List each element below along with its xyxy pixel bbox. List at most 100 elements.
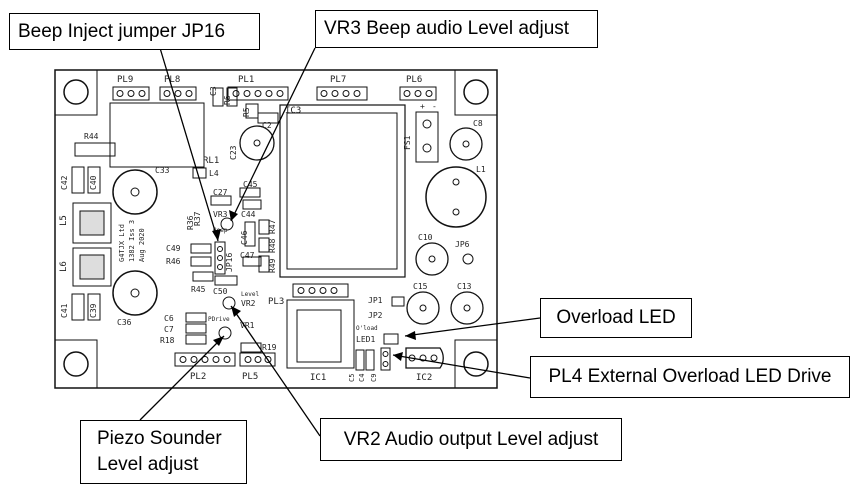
label-c23: C23 bbox=[229, 145, 238, 160]
r6 bbox=[226, 87, 238, 107]
label-led1: LED1 bbox=[356, 335, 375, 344]
callout-piezo-sounder-level: Piezo Sounder Level adjust bbox=[80, 420, 247, 484]
mounting-hole bbox=[454, 339, 498, 389]
label-r18: R18 bbox=[160, 336, 175, 345]
jp6 bbox=[462, 253, 474, 265]
c13 bbox=[450, 291, 484, 325]
label-pl7: PL7 bbox=[330, 75, 346, 85]
vr2-pot bbox=[222, 296, 236, 310]
header-pl8: PL8 bbox=[159, 75, 197, 101]
callout-vr2-audio-output: VR2 Audio output Level adjust bbox=[320, 418, 622, 461]
c6 bbox=[185, 312, 207, 323]
label-c8: C8 bbox=[473, 119, 483, 128]
r5 bbox=[245, 103, 259, 119]
header-pl5 bbox=[239, 352, 276, 367]
c42 bbox=[71, 166, 85, 194]
header-pl6: PL6 bbox=[399, 75, 437, 101]
board-date: Aug 2020 bbox=[138, 228, 146, 262]
jp1 bbox=[391, 296, 405, 307]
callout-beep-inject-text: Beep Inject jumper JP16 bbox=[18, 20, 226, 42]
callout-overload-led-text: Overload LED bbox=[556, 307, 676, 328]
label-r5: R5 bbox=[242, 107, 251, 117]
label-ic2: IC2 bbox=[416, 373, 432, 383]
c15 bbox=[406, 291, 440, 325]
label-c2: C2 bbox=[262, 121, 272, 130]
label-pl2: PL2 bbox=[190, 372, 206, 382]
mark-plus: + bbox=[420, 102, 425, 111]
label-c33: C33 bbox=[155, 166, 170, 175]
label-vr3: VR3 bbox=[213, 210, 228, 219]
label-r37: R37 bbox=[193, 211, 202, 226]
label-ic3: IC3 bbox=[285, 106, 301, 116]
ic1 bbox=[286, 299, 355, 369]
c40 bbox=[87, 166, 101, 194]
label-l5: L5 bbox=[59, 215, 69, 226]
callout-piezo-line1: Piezo Sounder bbox=[97, 428, 222, 449]
c39 bbox=[87, 293, 101, 321]
jp16 bbox=[214, 241, 226, 275]
label-c10: C10 bbox=[418, 233, 433, 242]
c23 bbox=[239, 125, 275, 161]
c46 bbox=[244, 221, 256, 247]
label-pl3: PL3 bbox=[268, 297, 284, 307]
fs1 bbox=[415, 111, 439, 163]
label-fs1: FS1 bbox=[403, 135, 412, 150]
mark-minus: - bbox=[432, 102, 437, 111]
label-jp6: JP6 bbox=[455, 240, 470, 249]
label-c45: C45 bbox=[243, 180, 258, 189]
label-c44: C44 bbox=[241, 210, 256, 219]
c27 bbox=[210, 195, 232, 206]
label-pl6: PL6 bbox=[406, 75, 422, 85]
mark-pdrive: PDrive bbox=[208, 316, 230, 323]
c47 bbox=[242, 256, 262, 267]
r47 bbox=[258, 219, 270, 235]
label-vr2: VR2 bbox=[241, 299, 256, 308]
header-pl3 bbox=[292, 283, 349, 298]
c45 bbox=[239, 187, 261, 198]
header-pl9: PL9 bbox=[112, 75, 150, 101]
c4 bbox=[365, 349, 375, 371]
leader-lines bbox=[139, 47, 541, 437]
label-pl8: PL8 bbox=[164, 75, 180, 85]
c3 bbox=[212, 87, 224, 107]
c2 bbox=[257, 112, 279, 124]
label-c36: C36 bbox=[117, 318, 132, 327]
c10 bbox=[415, 242, 449, 276]
vr3-pot bbox=[220, 217, 234, 231]
c36 bbox=[112, 270, 158, 316]
r46 bbox=[190, 256, 212, 267]
c50 bbox=[214, 275, 238, 286]
label-c13: C13 bbox=[457, 282, 472, 291]
relay-rl1 bbox=[109, 102, 205, 168]
callout-pl4-overload-drive: PL4 External Overload LED Drive bbox=[530, 356, 850, 398]
callout-overload-led: Overload LED bbox=[540, 298, 692, 338]
r48 bbox=[258, 237, 270, 253]
header-pl7: PL7 bbox=[316, 75, 368, 101]
arrowheads bbox=[212, 210, 416, 361]
label-vr1: VR1 bbox=[240, 321, 255, 330]
label-r46: R46 bbox=[166, 257, 181, 266]
label-c39: C39 bbox=[89, 303, 98, 318]
label-c7: C7 bbox=[164, 325, 174, 334]
label-pl5: PL5 bbox=[242, 372, 258, 382]
header-pl1: PL1 bbox=[227, 75, 289, 101]
label-c46: C46 bbox=[240, 230, 249, 245]
label-pl9: PL9 bbox=[117, 75, 133, 85]
label-r36: R36 bbox=[186, 215, 195, 230]
callout-piezo-line2: Level adjust bbox=[97, 454, 199, 475]
r45 bbox=[192, 271, 214, 282]
c5 bbox=[355, 349, 365, 371]
label-rl1: RL1 bbox=[203, 156, 219, 166]
mark-oload: O'load bbox=[356, 325, 378, 332]
label-r44: R44 bbox=[84, 132, 99, 141]
callout-vr3-text: VR3 Beep audio Level adjust bbox=[324, 18, 570, 39]
label-c4: C4 bbox=[358, 374, 366, 382]
callout-vr2-text: VR2 Audio output Level adjust bbox=[343, 428, 599, 450]
label-jp16: JP16 bbox=[225, 253, 234, 272]
callout-pl4-text: PL4 External Overload LED Drive bbox=[548, 366, 832, 387]
label-c50: C50 bbox=[213, 287, 228, 296]
label-r49: R49 bbox=[268, 258, 277, 273]
label-pl1: PL1 bbox=[238, 75, 254, 85]
label-jp2: JP2 bbox=[368, 311, 383, 320]
